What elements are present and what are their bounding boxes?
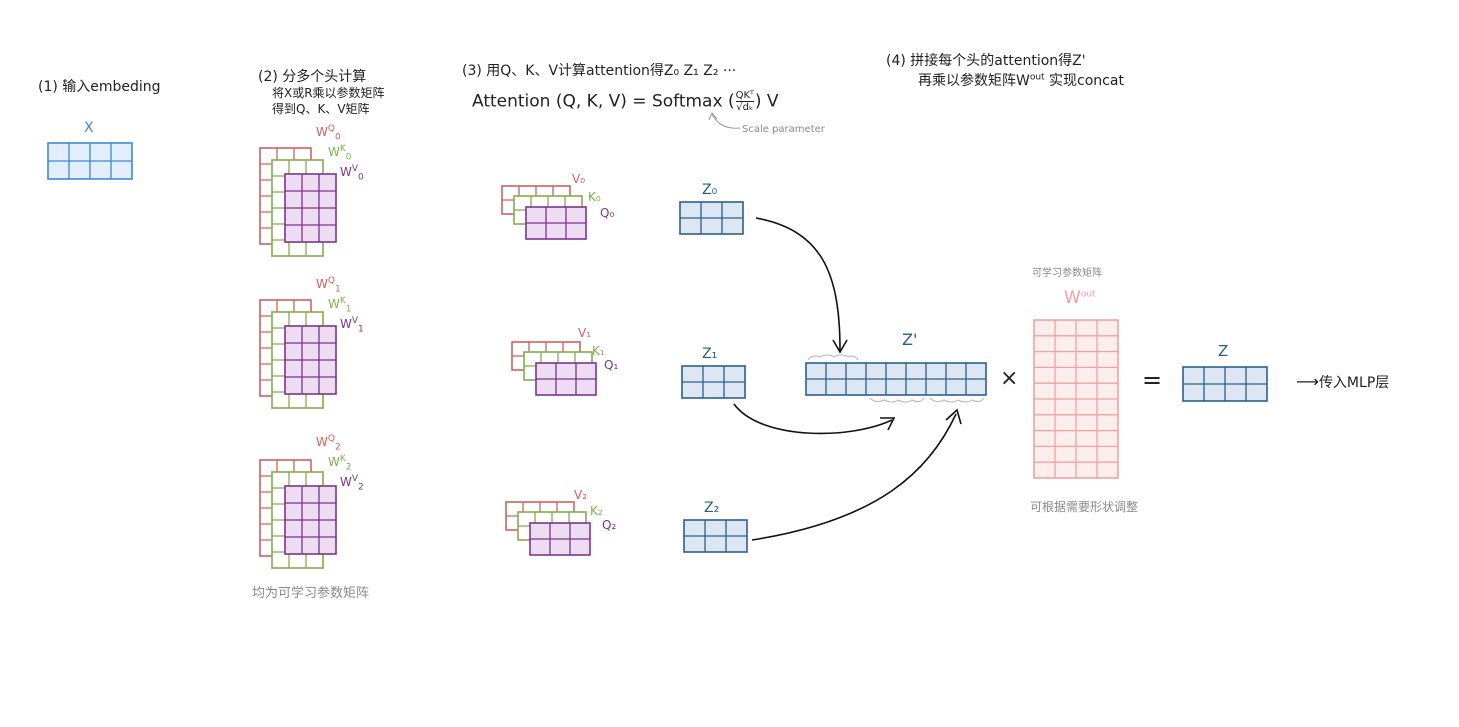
step1-title: (1) 输入embeding (38, 79, 161, 95)
v2-label: V₂ (574, 488, 588, 502)
wv-matrix-head-2 (284, 485, 337, 555)
z1-matrix (681, 365, 746, 399)
arrow-z1-to-zprime (733, 403, 893, 435)
times-sign: × (1000, 366, 1019, 391)
step4-line2: 再乘以参数矩阵Wout 实现concat (918, 72, 1124, 89)
wout-top-note: 可学习参数矩阵 (1032, 268, 1102, 279)
equals-sign: = (1142, 366, 1163, 394)
q0-label: Q₀ (600, 206, 615, 220)
q1-label: Q₁ (604, 358, 619, 372)
w0k-label: WK0 (328, 144, 352, 163)
z-label: Z (1218, 342, 1229, 360)
v0-label: V₀ (572, 172, 586, 186)
w2k-label: WK2 (328, 454, 352, 473)
wv-matrix-head-1 (284, 325, 337, 395)
step2-note: 均为可学习参数矩阵 (252, 586, 370, 601)
q2-label: Q₂ (602, 518, 617, 532)
scale-arrow-head (708, 112, 718, 121)
w1q-label: WQ1 (316, 276, 341, 295)
x-label: X (84, 120, 94, 136)
q-matrix-head-1 (535, 362, 597, 396)
k2-label: K₂ (590, 504, 603, 518)
arrow-z2-to-zprime (751, 413, 957, 541)
w1k-label: WK1 (328, 296, 352, 315)
zprime-brace-top (807, 354, 859, 361)
z-output-matrix (1182, 366, 1268, 402)
w2v-label: WV2 (340, 474, 364, 493)
wv-matrix-head-0 (284, 173, 337, 243)
wout-matrix (1033, 319, 1119, 479)
w0q-label: WQ0 (316, 124, 341, 143)
formula-denominator: √dₖ (736, 102, 754, 113)
zprime-label: Z' (902, 330, 918, 349)
arrow-z0-head (832, 339, 848, 354)
w1v-label: WV1 (340, 316, 364, 335)
k0-label: K₀ (588, 190, 601, 204)
step2-line2: 得到Q、K、V矩阵 (272, 102, 370, 116)
scale-arrow-line (711, 113, 741, 129)
formula-numerator: QKᵀ (735, 90, 754, 102)
q-matrix-head-2 (529, 522, 591, 556)
zprime-brace-bottom-1 (869, 397, 925, 403)
output-label: ⟶传入MLP层 (1296, 372, 1390, 391)
z1-label: Z₁ (702, 346, 718, 362)
x-embedding-matrix (47, 142, 133, 180)
wout-label: Wout (1064, 288, 1096, 308)
z2-matrix (683, 519, 748, 553)
zprime-brace-bottom-2 (929, 397, 985, 403)
wout-bottom-note: 可根据需要形状调整 (1030, 500, 1139, 514)
z0-label: Z₀ (702, 182, 718, 198)
scale-note: Scale parameter (742, 124, 825, 135)
step2-line1: 将X或R乘以参数矩阵 (272, 86, 385, 100)
v1-label: V₁ (578, 326, 592, 340)
z0-matrix (679, 201, 744, 235)
arrow-z0-to-zprime (755, 217, 841, 351)
z2-label: Z₂ (704, 500, 720, 516)
attention-formula: Attention (Q, K, V) = Softmax (QKᵀ√dₖ) V (472, 90, 779, 113)
w2q-label: WQ2 (316, 434, 341, 453)
arrow-z1-head (880, 417, 896, 431)
step2-title: (2) 分多个头计算 (258, 69, 367, 85)
step4-title: (4) 拼接每个头的attention得Z' (886, 53, 1086, 69)
arrow-z2-head (945, 408, 962, 425)
step3-title: (3) 用Q、K、V计算attention得Z₀ Z₁ Z₂ ··· (462, 63, 737, 79)
zprime-matrix (805, 362, 987, 396)
q-matrix-head-0 (525, 206, 587, 240)
w0v-label: WV0 (340, 164, 364, 183)
k1-label: K₁ (592, 344, 605, 358)
